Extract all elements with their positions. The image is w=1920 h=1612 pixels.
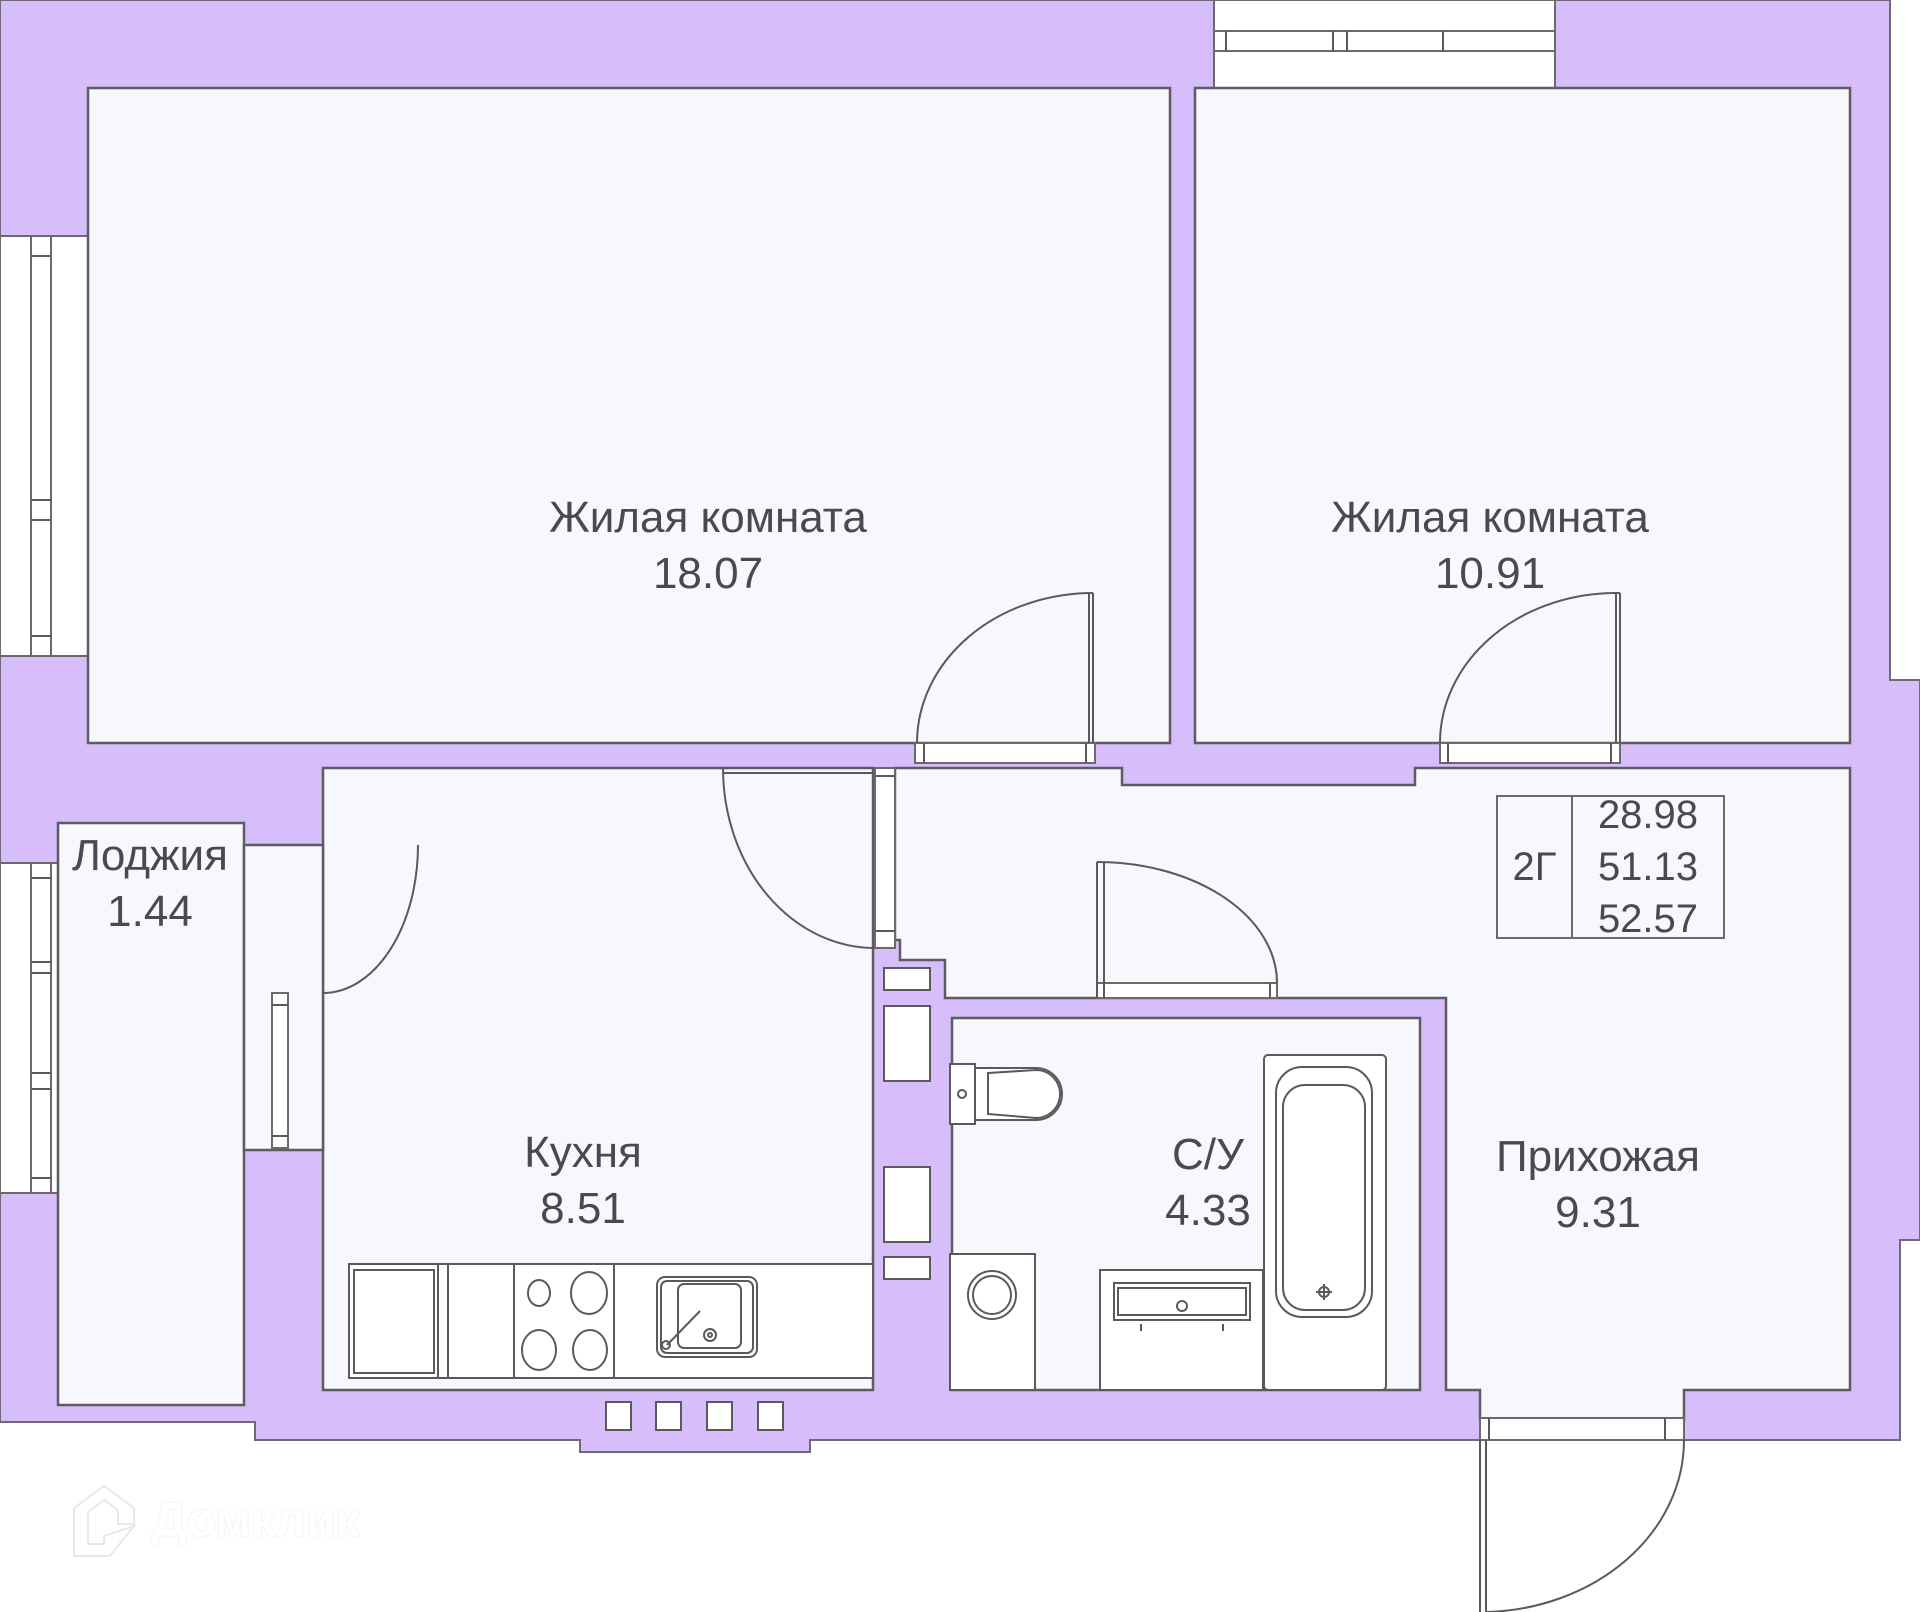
room-area: 4.33	[1165, 1186, 1251, 1235]
door-living-1	[914, 592, 1096, 764]
area-values: 28.98 51.13 52.57	[1573, 793, 1723, 941]
window-left-lower	[0, 862, 59, 1194]
room-label-loggia: Лоджия 1.44	[72, 828, 228, 940]
area-summary: 2Г 28.98 51.13 52.57	[1496, 793, 1725, 941]
room-name: Лоджия	[72, 831, 228, 880]
room-area: 8.51	[540, 1184, 626, 1233]
room-living-1	[86, 86, 1172, 745]
kitchen-counter	[348, 1263, 874, 1379]
apartment-type-code: 2Г	[1498, 797, 1573, 937]
washbasin-icon	[1099, 1269, 1264, 1391]
door-entrance	[1479, 1417, 1685, 1612]
loggia-passage	[242, 843, 419, 1152]
house-logo-icon	[73, 1484, 137, 1557]
stove-icon	[521, 1271, 608, 1371]
living-area: 28.98	[1597, 793, 1699, 837]
room-label-living-2: Жилая комната 10.91	[1331, 490, 1649, 602]
bathtub-icon	[1263, 1054, 1387, 1391]
toilet-icon	[949, 1063, 1063, 1125]
door-bathroom	[1096, 861, 1278, 999]
ventilation-shafts	[605, 967, 931, 1431]
room-name: Жилая комната	[549, 493, 867, 542]
sink-icon	[656, 1276, 758, 1358]
total-area: 51.13	[1597, 845, 1699, 889]
room-area: 9.31	[1555, 1188, 1641, 1237]
washing-machine-icon	[949, 1253, 1036, 1391]
total-area-with-loggia: 52.57	[1597, 897, 1699, 941]
door-kitchen	[722, 767, 896, 949]
window-top	[1213, 0, 1556, 89]
room-name: Прихожая	[1496, 1132, 1700, 1181]
watermark: Домклик	[66, 1480, 360, 1560]
room-name: Жилая комната	[1331, 493, 1649, 542]
room-loggia	[56, 821, 246, 1407]
room-area: 18.07	[652, 549, 764, 598]
room-label-bathroom: С/У 4.33	[1165, 1127, 1251, 1239]
room-area: 1.44	[107, 887, 193, 936]
room-name: С/У	[1172, 1130, 1244, 1179]
window-left-upper	[0, 235, 89, 657]
room-label-kitchen: Кухня 8.51	[524, 1125, 642, 1237]
room-area: 10.91	[1434, 549, 1546, 598]
room-label-living-1: Жилая комната 18.07	[549, 490, 867, 602]
room-name: Кухня	[524, 1128, 642, 1177]
room-label-hallway: Прихожая 9.31	[1496, 1129, 1700, 1241]
room-living-2	[1193, 86, 1852, 745]
door-living-2	[1439, 591, 1621, 764]
watermark-text: Домклик	[152, 1493, 360, 1547]
